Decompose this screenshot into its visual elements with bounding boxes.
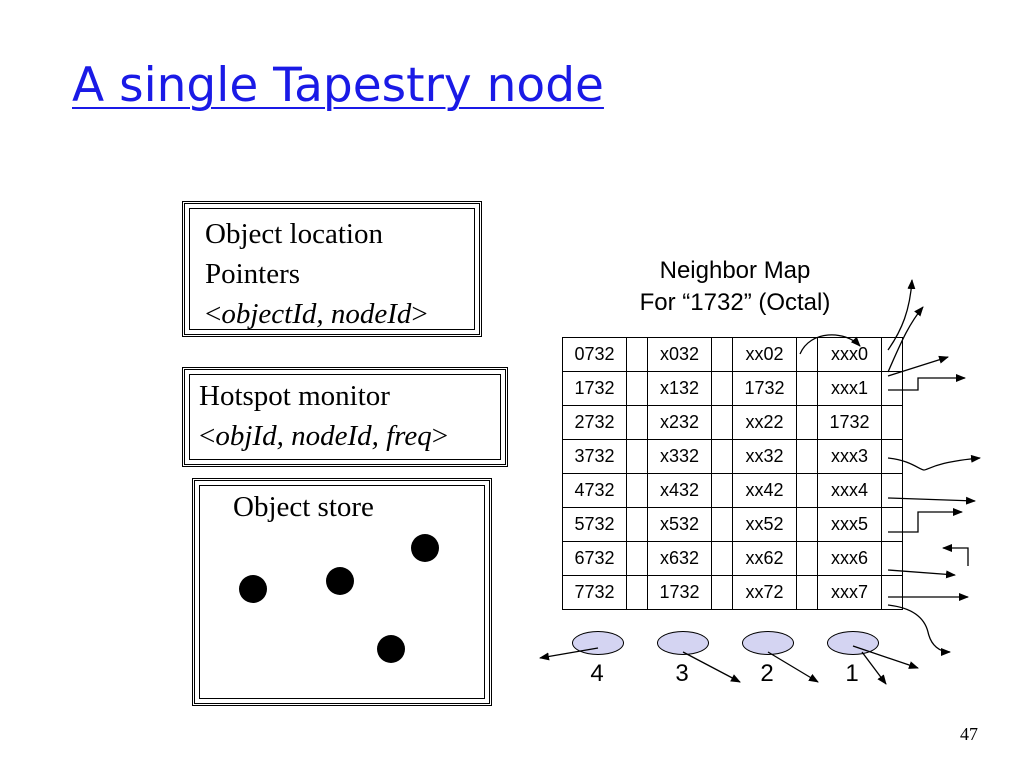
pointer-arrow bbox=[942, 544, 969, 566]
neighbor-map-pointer-slot bbox=[881, 575, 903, 610]
neighbor-map-row: 4732 x432 xx42 xxx4 bbox=[562, 473, 903, 508]
neighbor-map-cell: 2732 bbox=[562, 405, 627, 440]
neighbor-map-cell: xxx0 bbox=[817, 337, 882, 372]
neighbor-map-cell: xxx5 bbox=[817, 507, 882, 542]
level-label: 4 bbox=[590, 660, 604, 687]
neighbor-map-cell: x332 bbox=[647, 439, 712, 474]
neighbor-map-cell: 4732 bbox=[562, 473, 627, 508]
hotspot-monitor-box: Hotspot monitor <objId, nodeId, freq> bbox=[182, 367, 508, 467]
object-location-line1: Object location bbox=[205, 218, 383, 250]
neighbor-map-cell: 3732 bbox=[562, 439, 627, 474]
neighbor-map-cell: x232 bbox=[647, 405, 712, 440]
neighbor-map-title-line1: Neighbor Map bbox=[659, 257, 811, 284]
neighbor-map-cell: x632 bbox=[647, 541, 712, 576]
pointer-arrow bbox=[887, 496, 976, 505]
neighbor-map-cell: 1732 bbox=[562, 371, 627, 406]
neighbor-map-cell: xxx7 bbox=[817, 575, 882, 610]
neighbor-map-title-line2: For “1732” (Octal) bbox=[639, 289, 831, 316]
pointer-arrow bbox=[888, 508, 963, 533]
neighbor-map-cell: x432 bbox=[647, 473, 712, 508]
neighbor-map-cell: 1732 bbox=[647, 575, 712, 610]
neighbor-map-cell: xx32 bbox=[732, 439, 797, 474]
pointer-arrow bbox=[887, 569, 956, 579]
pointer-arrow bbox=[888, 374, 966, 391]
object-location-text: Object location Pointers <objectId, node… bbox=[205, 214, 428, 334]
object-store-box: Object store bbox=[192, 478, 492, 706]
level-oval bbox=[827, 631, 879, 655]
neighbor-map-cell: 7732 bbox=[562, 575, 627, 610]
neighbor-map-cell: x032 bbox=[647, 337, 712, 372]
neighbor-map-row: 7732 1732 xx72 xxx7 bbox=[562, 575, 903, 610]
pointer-arrow bbox=[852, 645, 919, 669]
level-oval bbox=[742, 631, 794, 655]
pointer-arrow bbox=[861, 651, 887, 685]
object-store-label: Object store bbox=[233, 491, 374, 523]
object-location-line2: Pointers bbox=[205, 258, 301, 290]
stored-object-dot bbox=[377, 635, 405, 663]
neighbor-map-cell: xxx1 bbox=[817, 371, 882, 406]
slide-title: A single Tapestry node bbox=[72, 58, 604, 113]
pointer-arrow bbox=[767, 651, 819, 683]
level-label: 2 bbox=[760, 660, 774, 687]
level-label: 1 bbox=[845, 660, 859, 687]
hotspot-monitor-line1: Hotspot monitor bbox=[199, 380, 390, 412]
neighbor-map-cell: xx42 bbox=[732, 473, 797, 508]
neighbor-map-cell: xx72 bbox=[732, 575, 797, 610]
pointer-arrow bbox=[682, 651, 741, 683]
pointer-arrow bbox=[887, 604, 951, 656]
level-oval bbox=[657, 631, 709, 655]
object-location-line3: <objectId, nodeId> bbox=[205, 298, 428, 330]
stored-object-dot bbox=[326, 567, 354, 595]
pointer-arrow bbox=[887, 306, 924, 373]
neighbor-map-cell: xxx4 bbox=[817, 473, 882, 508]
page-number: 47 bbox=[960, 724, 978, 744]
neighbor-map-cell: xx22 bbox=[732, 405, 797, 440]
level-label: 3 bbox=[675, 660, 689, 687]
neighbor-map-cell: xx52 bbox=[732, 507, 797, 542]
pointer-arrow bbox=[539, 647, 599, 661]
stored-object-dot bbox=[239, 575, 267, 603]
neighbor-map-cell: x132 bbox=[647, 371, 712, 406]
neighbor-map-cell: 6732 bbox=[562, 541, 627, 576]
stored-object-dot bbox=[411, 534, 439, 562]
pointer-arrow bbox=[887, 279, 916, 351]
pointer-arrow bbox=[887, 454, 981, 471]
hotspot-monitor-text: Hotspot monitor <objId, nodeId, freq> bbox=[199, 376, 448, 456]
neighbor-map-cell: xx62 bbox=[732, 541, 797, 576]
neighbor-map-title: Neighbor Map For “1732” (Octal) bbox=[600, 255, 870, 319]
hotspot-monitor-line2: <objId, nodeId, freq> bbox=[199, 420, 449, 452]
neighbor-map-cell: 0732 bbox=[562, 337, 627, 372]
object-location-pointers-box: Object location Pointers <objectId, node… bbox=[182, 201, 482, 337]
pointer-arrow bbox=[799, 334, 861, 355]
pointer-arrow bbox=[887, 355, 949, 377]
